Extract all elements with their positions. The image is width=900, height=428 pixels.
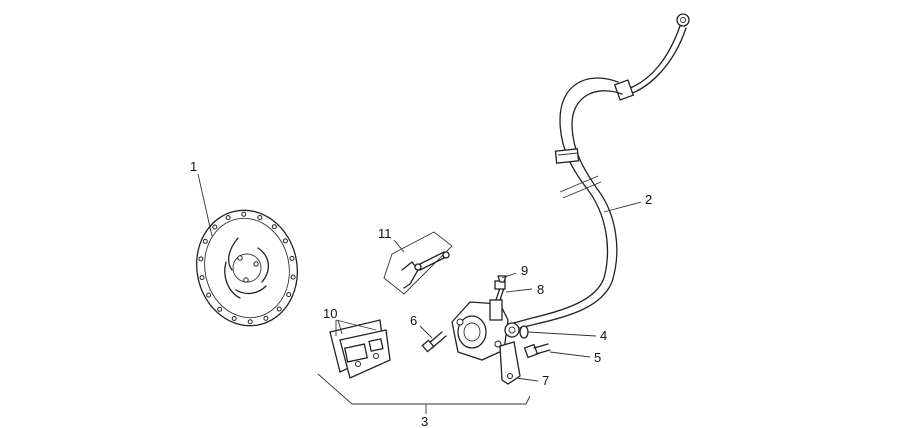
pin-spring-kit: [383, 231, 453, 295]
disc-hole: [199, 275, 205, 281]
caliper-bracket: [499, 341, 521, 385]
disc-hole: [290, 274, 296, 280]
brake-disc: [195, 209, 299, 327]
disc-hole: [263, 315, 269, 321]
leader-lines: [197, 173, 642, 414]
brake-pads: [329, 319, 391, 379]
disc-hole: [206, 292, 212, 298]
callout-labels: 1 2 3 4 5 6 7 8 9 10 11: [190, 159, 652, 428]
disc-hole: [217, 306, 223, 312]
callout-2: 2: [645, 192, 652, 207]
disc-hole: [247, 319, 253, 325]
disc-hole: [198, 256, 204, 262]
disc-hole: [271, 224, 277, 230]
callout-7: 7: [542, 373, 549, 388]
disc-hole: [289, 255, 295, 261]
disc-hole: [231, 316, 237, 321]
brake-hose: [509, 13, 690, 331]
callout-8: 8: [537, 282, 544, 297]
disc-hole: [257, 215, 263, 220]
callout-3: 3: [421, 414, 428, 428]
brake-caliper: [451, 275, 520, 361]
washer-and-bolt: [519, 325, 551, 359]
disc-hole: [202, 238, 208, 244]
disc-hole: [241, 211, 247, 217]
callout-9: 9: [521, 263, 528, 278]
callout-4: 4: [600, 328, 607, 343]
callout-1: 1: [190, 159, 197, 174]
callout-5: 5: [594, 350, 601, 365]
callout-6: 6: [410, 313, 417, 328]
disc-hole: [286, 292, 292, 298]
disc-hole: [276, 306, 282, 312]
disc-hole: [212, 224, 218, 230]
caliper-bolt: [421, 331, 447, 353]
disc-hole: [282, 238, 288, 244]
callout-10: 10: [323, 306, 337, 321]
disc-hole: [225, 215, 231, 221]
callout-11: 11: [378, 226, 392, 241]
